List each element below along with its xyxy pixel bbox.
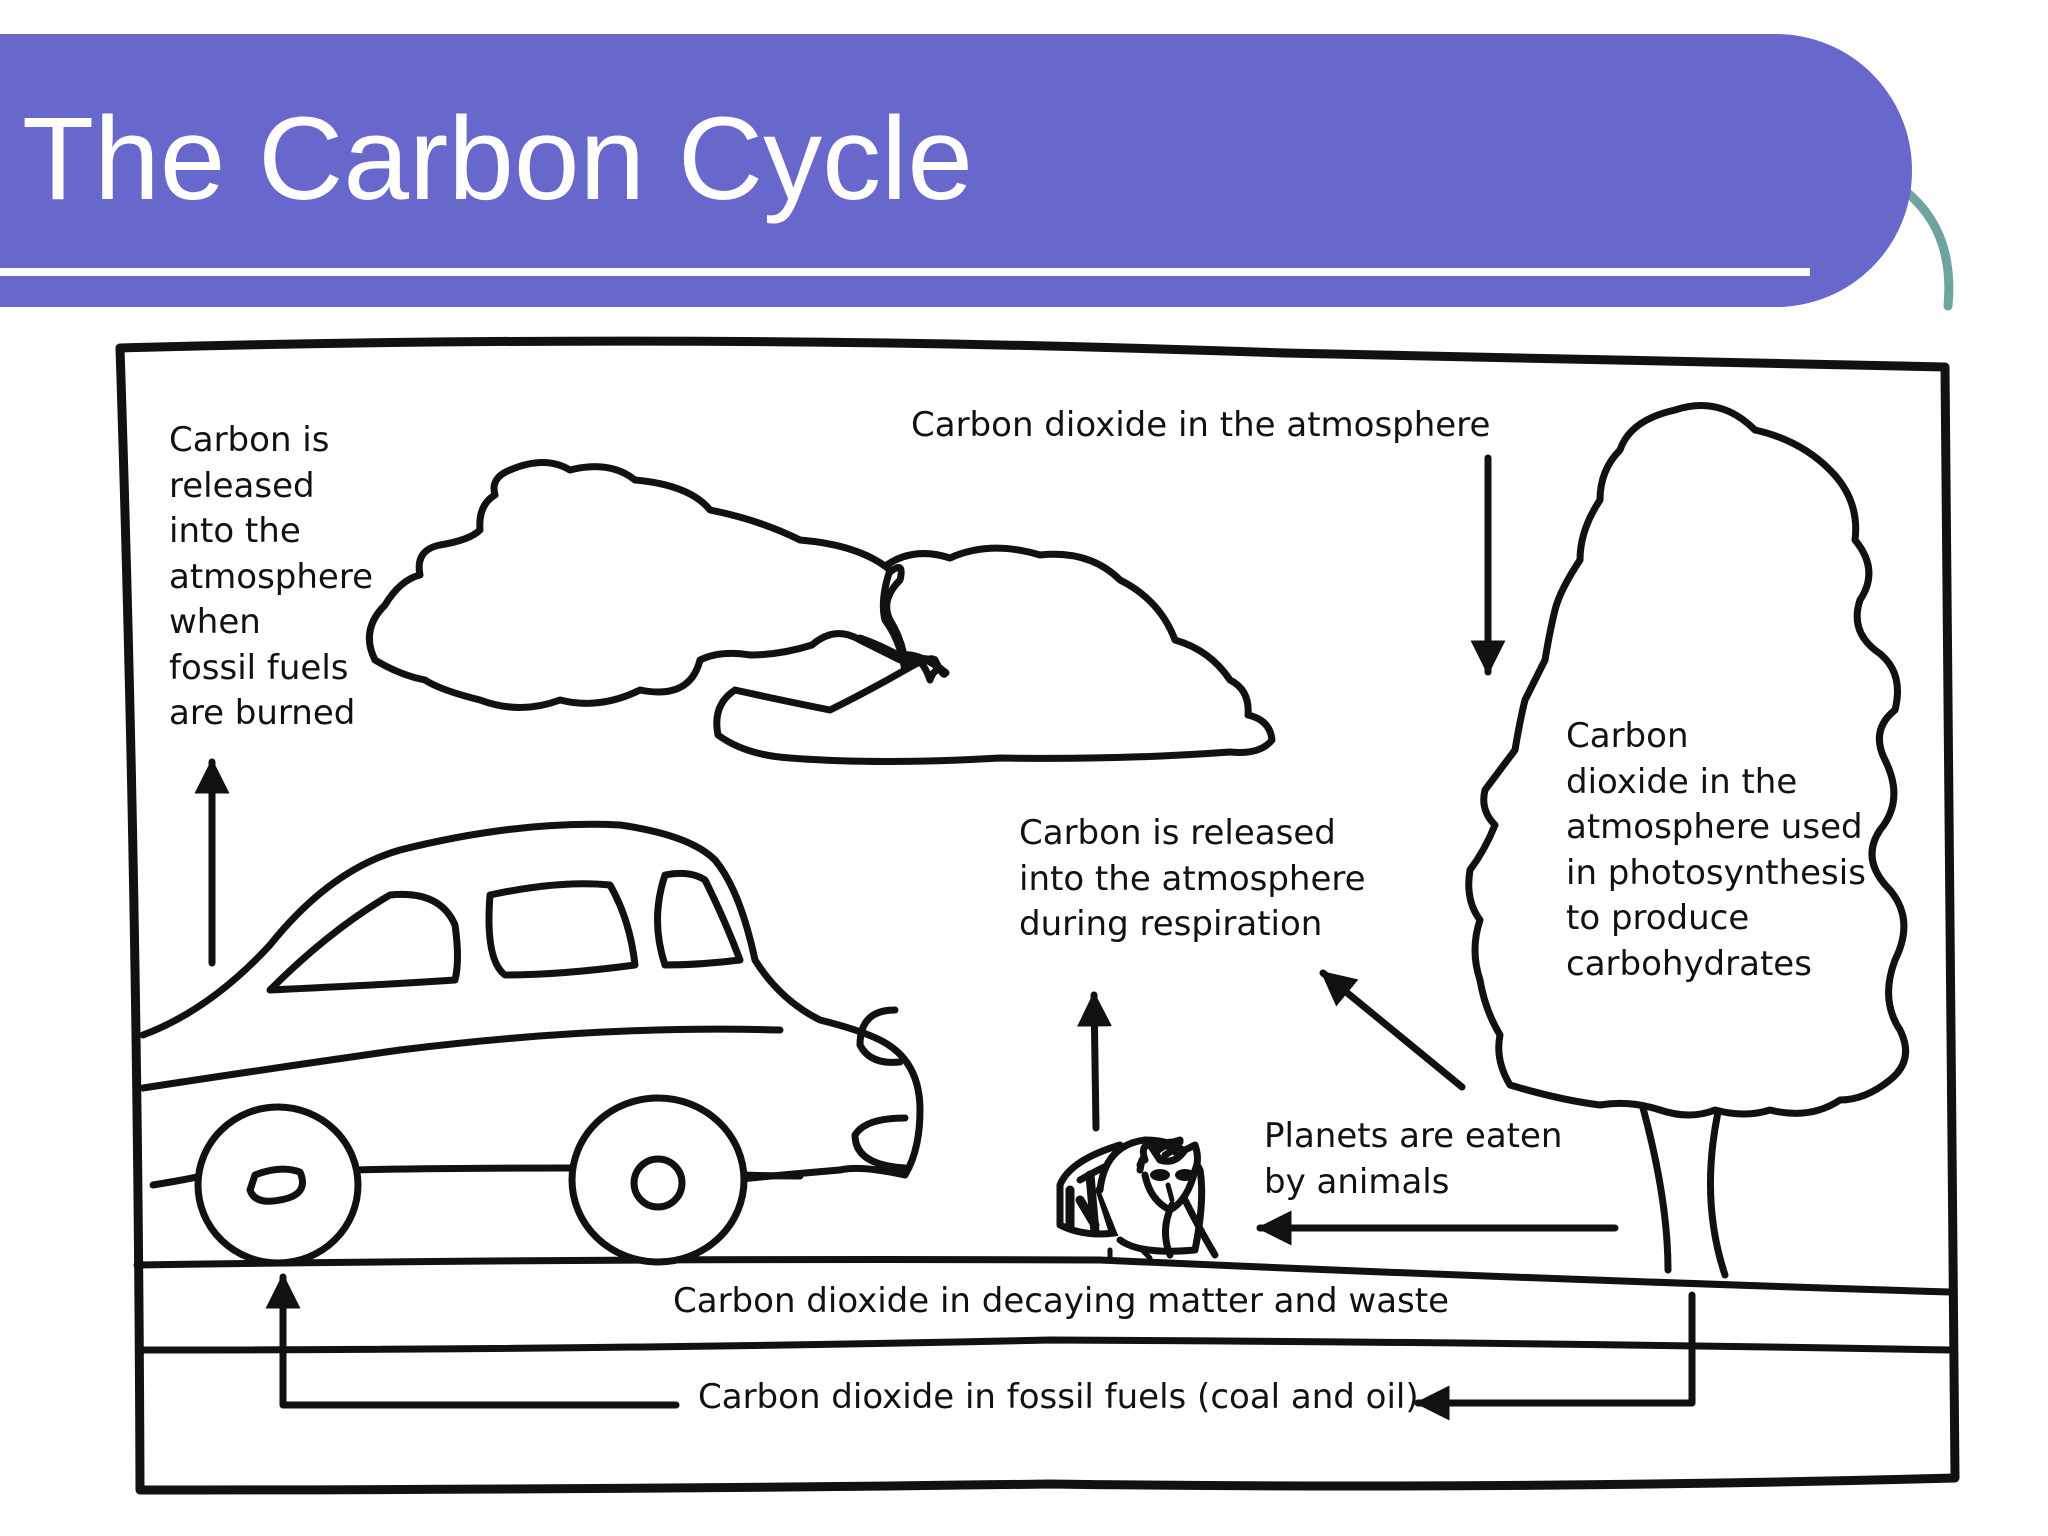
label-line: dioxide in the bbox=[1566, 761, 1798, 802]
label-line: to produce bbox=[1566, 898, 1750, 938]
label-line: Carbon is released bbox=[1019, 813, 1336, 853]
label-line: into the atmosphere bbox=[1019, 858, 1366, 899]
tree-icon bbox=[1465, 402, 1910, 1279]
label-line: released bbox=[169, 465, 315, 506]
label-fossil-fuel-burning: Carbon is released into the atmosphere w… bbox=[169, 418, 373, 737]
label-line: fossil fuels bbox=[169, 647, 349, 688]
title-banner bbox=[0, 34, 1912, 307]
label-line: in photosynthesis bbox=[1566, 852, 1866, 893]
label-line: Carbon bbox=[1566, 716, 1689, 756]
label-photosynthesis: Carbon dioxide in the atmosphere used in… bbox=[1566, 714, 1866, 987]
label-line: Carbon is bbox=[169, 420, 330, 460]
label-eaten-by-animals: Planets are eaten by animals bbox=[1264, 1114, 1562, 1205]
label-decaying-matter: Carbon dioxide in decaying matter and wa… bbox=[673, 1281, 1449, 1321]
label-atmosphere-co2: Carbon dioxide in the atmosphere bbox=[911, 405, 1491, 445]
title-underline bbox=[0, 268, 1810, 276]
arrow-respiration-tree bbox=[1319, 969, 1466, 1091]
arrow-icon bbox=[194, 454, 1696, 1421]
soil-divider-line bbox=[136, 1336, 1954, 1354]
label-line: Planets are eaten bbox=[1264, 1116, 1563, 1156]
label-line: by animals bbox=[1264, 1161, 1450, 1202]
ground-line bbox=[133, 1256, 1954, 1296]
diagram-frame bbox=[115, 336, 1960, 1495]
arrow-fossil-to-car bbox=[265, 1273, 680, 1409]
arrow-respiration-animal bbox=[1076, 991, 1112, 1132]
label-respiration: Carbon is released into the atmosphere d… bbox=[1019, 811, 1366, 948]
banner-accent-arc bbox=[1899, 185, 1954, 311]
arrow-decay-to-fossil-line bbox=[1414, 1291, 1696, 1421]
label-line: atmosphere used bbox=[1566, 807, 1863, 847]
label-line: atmosphere bbox=[169, 556, 373, 597]
cloud-icon bbox=[365, 459, 1276, 765]
slide-title: The Carbon Cycle bbox=[22, 93, 973, 225]
label-line: when bbox=[169, 602, 261, 642]
label-line: during respiration bbox=[1019, 904, 1323, 944]
label-line: are burned bbox=[169, 693, 356, 733]
label-line: into the bbox=[169, 511, 301, 551]
car-icon bbox=[139, 820, 924, 1267]
raccoon-icon bbox=[1056, 1136, 1219, 1261]
label-line: carbohydrates bbox=[1566, 943, 1812, 984]
label-fossil-fuels: Carbon dioxide in fossil fuels (coal and… bbox=[698, 1377, 1419, 1417]
